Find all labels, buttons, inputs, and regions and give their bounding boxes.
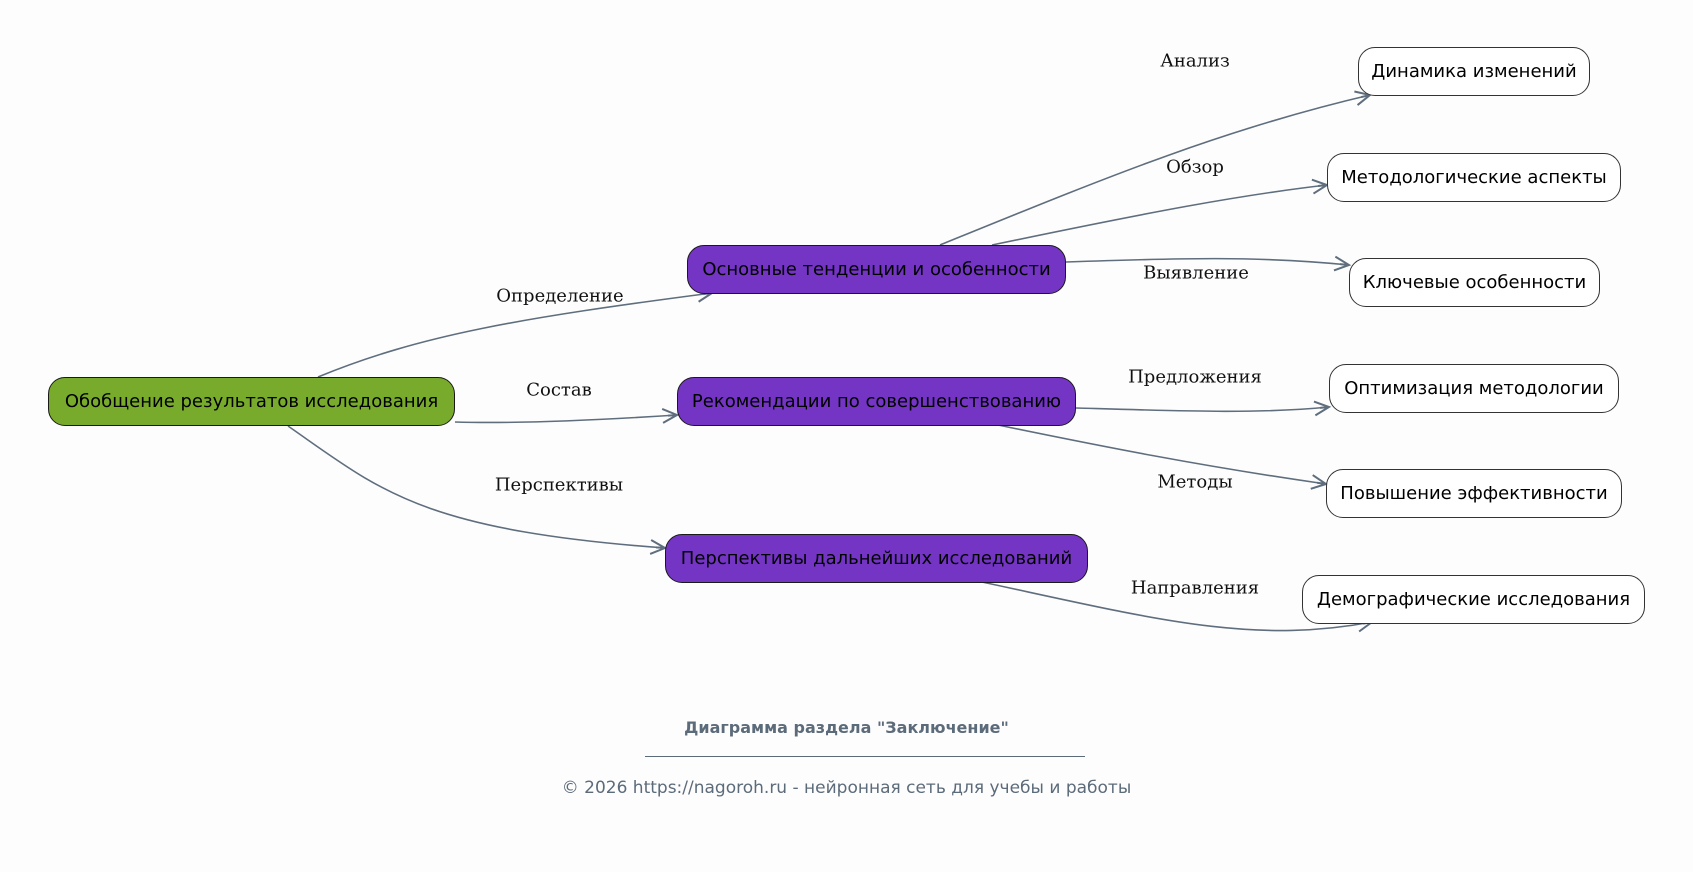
node-leaf-dynamics[interactable]: Динамика изменений [1358, 47, 1590, 96]
edge-recs-to-efficiency [997, 424, 1327, 485]
node-leaf-methodological-aspects[interactable]: Методологические аспекты [1327, 153, 1621, 202]
edges-layer [287, 90, 1375, 633]
arrowhead-icon [1333, 255, 1352, 272]
arrowhead-icon [1313, 400, 1332, 417]
edge-label-proposals: Предложения [1128, 366, 1262, 388]
node-leaf-demographic[interactable]: Демографические исследования [1302, 575, 1645, 624]
title-divider [645, 756, 1085, 757]
edge-label-composition: Состав [526, 379, 592, 401]
edge-recs-to-optimization [1075, 406, 1330, 413]
edge-label-prospects: Перспективы [494, 474, 624, 496]
node-branch-prospects[interactable]: Перспективы дальнейших исследований [665, 534, 1088, 583]
edge-root-to-prospects [287, 425, 666, 549]
node-branch-trends[interactable]: Основные тенденции и особенности [687, 245, 1066, 294]
copyright-text: © 2026 https://nagoroh.ru - нейронная се… [561, 778, 1132, 798]
edge-trends-to-dynamics [939, 94, 1371, 246]
edge-trends-to-keyfeatures [1065, 257, 1350, 266]
node-root[interactable]: Обобщение результатов исследования [48, 377, 455, 426]
node-leaf-methodology-optimization[interactable]: Оптимизация методологии [1329, 364, 1619, 413]
edge-label-analysis: Анализ [1160, 50, 1230, 72]
node-leaf-efficiency[interactable]: Повышение эффективности [1326, 469, 1622, 518]
diagram-title: Диаграмма раздела "Заключение" [684, 718, 1009, 737]
edge-label-methods: Методы [1157, 471, 1233, 493]
edge-label-review: Обзор [1166, 156, 1224, 178]
edge-label-directions: Направления [1130, 577, 1260, 599]
edge-root-to-recommendations [454, 414, 678, 424]
edge-trends-to-aspects [991, 184, 1328, 246]
edge-label-definition: Определение [496, 285, 624, 307]
node-leaf-key-features[interactable]: Ключевые особенности [1349, 258, 1600, 307]
arrowhead-icon [661, 408, 680, 424]
edge-prospects-to-demographic [981, 581, 1373, 632]
node-branch-recommendations[interactable]: Рекомендации по совершенствованию [677, 377, 1076, 426]
edge-root-to-trends [317, 292, 713, 378]
edge-label-identification: Выявление [1143, 262, 1249, 284]
